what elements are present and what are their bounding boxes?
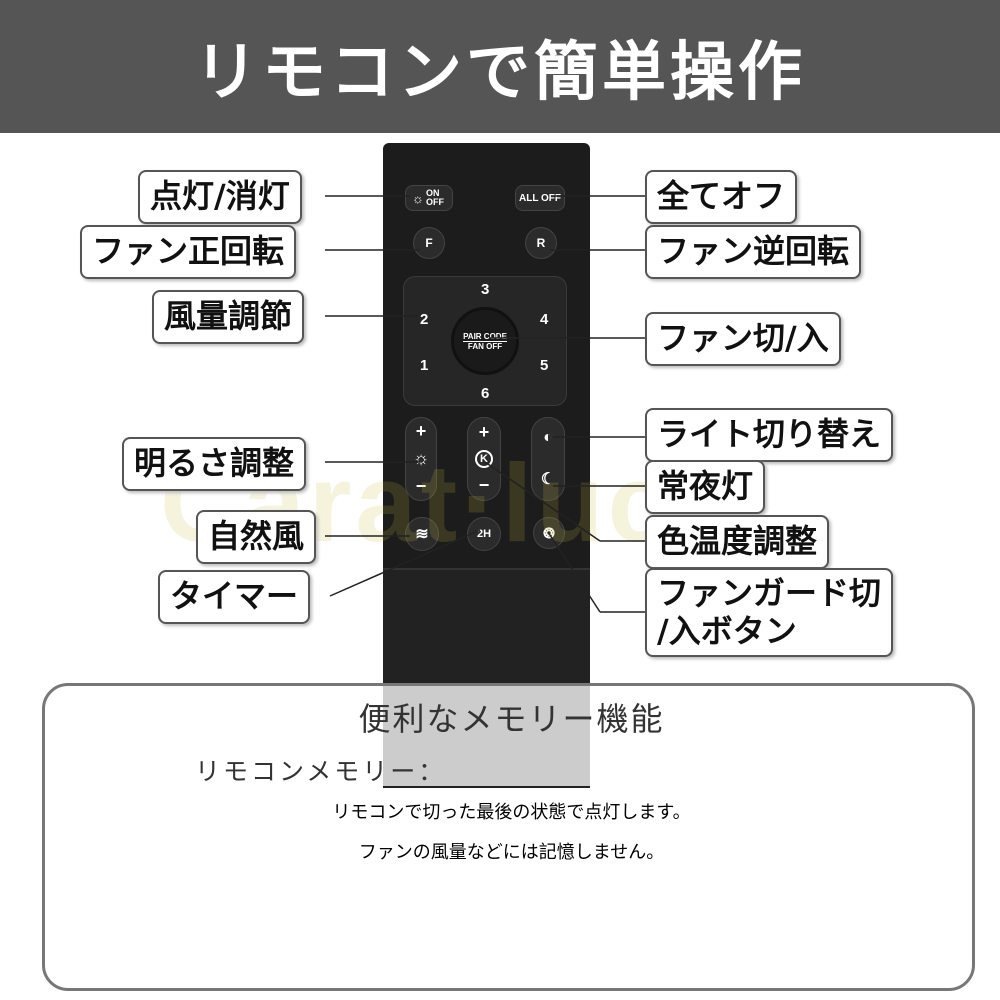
speed-2-button[interactable]: 2 (420, 311, 429, 328)
label-timer: タイマー (158, 570, 311, 624)
label-fan-forward: ファン正回転 (80, 225, 297, 279)
cct-icon: K (475, 449, 493, 468)
fan-reverse-button[interactable]: R (525, 227, 557, 259)
label-fan-speed: 風量調節 (152, 290, 305, 344)
color-temp-rocker[interactable]: +K− (467, 417, 501, 501)
night-light-icon[interactable]: ☾ (540, 471, 556, 488)
speed-1-button[interactable]: 1 (420, 357, 429, 374)
wave-icon: ≋ (415, 526, 429, 543)
label-all-off: 全てオフ (645, 170, 798, 224)
memory-line-1: リモコンで切った最後の状態で点灯します。 (332, 802, 691, 823)
label-color-temp: 色温度調整 (645, 515, 830, 569)
memory-info-box: 便利なメモリー機能 リモコンメモリー： リモコンで切った最後の状態で点灯します。… (42, 683, 975, 991)
all-off-button[interactable]: ALL OFF (515, 185, 565, 211)
remote-faded-bottom (383, 686, 590, 786)
label-light-switch: ライト切り替え (645, 408, 894, 462)
sun-icon: ☼ (412, 190, 424, 206)
label-natural-wind: 自然風 (196, 510, 317, 564)
light-mode-rocker[interactable]: ◐☾ (531, 417, 565, 501)
on-off-button[interactable]: ☼ON OFF (405, 185, 453, 211)
speed-6-button[interactable]: 6 (481, 385, 490, 402)
fan-forward-button[interactable]: F (413, 227, 445, 259)
natural-wind-button[interactable]: ≋ (405, 517, 439, 551)
pair-code-fan-off-button[interactable]: PAIR CODE FAN OFF (451, 307, 519, 375)
memory-title: 便利なメモリー機能 (358, 700, 665, 738)
label-brightness: 明るさ調整 (122, 437, 307, 491)
light-switch-icon[interactable]: ◐ (543, 429, 553, 446)
speed-5-button[interactable]: 5 (540, 357, 549, 374)
brightness-rocker[interactable]: +☼− (405, 417, 437, 501)
label-night-light: 常夜灯 (645, 460, 766, 514)
label-fan-guard: ファンガード切 /入ボタン (645, 568, 894, 657)
memory-subtitle: リモコンメモリー： (195, 757, 447, 786)
label-fan-reverse: ファン逆回転 (645, 225, 862, 279)
speed-3-button[interactable]: 3 (481, 281, 490, 298)
memory-line-2: ファンの風量などには記憶しません。 (358, 842, 665, 863)
sun-icon: ☼ (412, 448, 430, 469)
label-fan-on-off: ファン切/入 (645, 312, 841, 366)
header-title: リモコンで簡単操作 (0, 0, 1000, 133)
fan-speed-pad: 1 2 3 4 5 6 PAIR CODE FAN OFF (403, 276, 567, 406)
speed-4-button[interactable]: 4 (540, 311, 549, 328)
label-light-on-off: 点灯/消灯 (138, 170, 302, 224)
